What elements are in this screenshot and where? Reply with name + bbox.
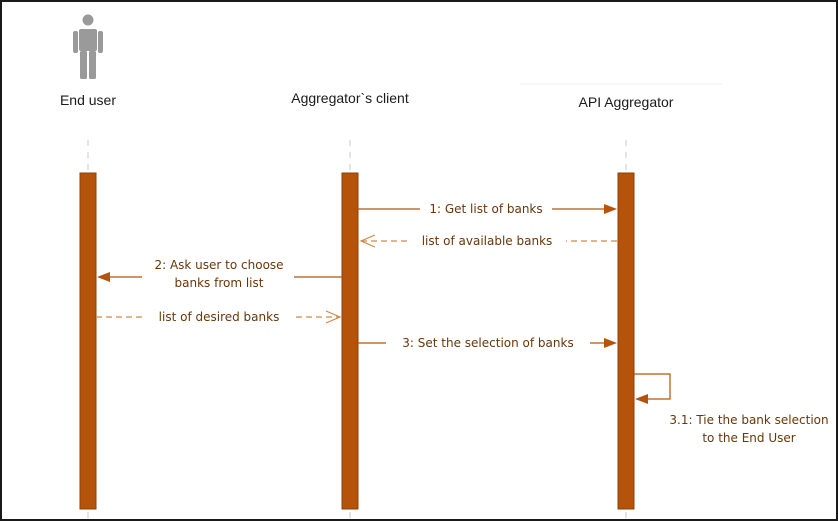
participant-api-aggregator: API Aggregator [579, 94, 674, 110]
message-1-reply-label: list of available banks [422, 234, 553, 248]
activation-end-user [79, 172, 97, 510]
message-1: 1: Get list of banks [358, 201, 617, 217]
activation-aggregator-client [341, 172, 359, 510]
message-3-1-label-line2: to the End User [702, 431, 795, 445]
participant-aggregator-client: Aggregator`s client [291, 90, 409, 106]
message-3-1-label-line1: 3.1: Tie the bank selection [669, 413, 828, 427]
message-1-label: 1: Get list of banks [429, 202, 542, 216]
person-icon [73, 14, 103, 79]
message-2: 2: Ask user to choose banks from list [97, 255, 342, 291]
message-1-reply: list of available banks [359, 233, 617, 249]
message-3-1: 3.1: Tie the bank selection to the End U… [634, 373, 829, 445]
activation-api-aggregator [617, 172, 635, 510]
message-3: 3: Set the selection of banks [358, 335, 617, 351]
message-2-label-line1: 2: Ask user to choose [154, 258, 283, 272]
participant-end-user: End user [60, 92, 116, 108]
message-2-reply: list of desired banks [96, 309, 342, 325]
message-2-label-line2: banks from list [175, 276, 264, 290]
message-2-reply-label: list of desired banks [159, 310, 280, 324]
message-3-label: 3: Set the selection of banks [402, 336, 573, 350]
